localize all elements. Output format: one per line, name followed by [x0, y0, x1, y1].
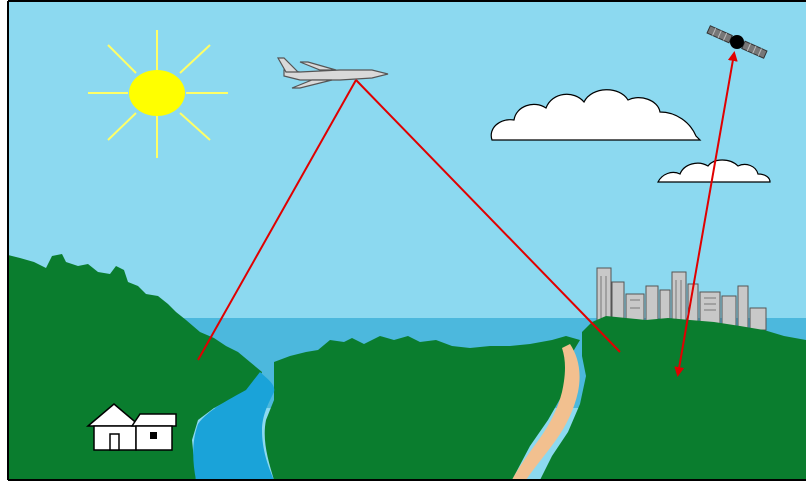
remote-sensing-scene — [0, 0, 806, 483]
